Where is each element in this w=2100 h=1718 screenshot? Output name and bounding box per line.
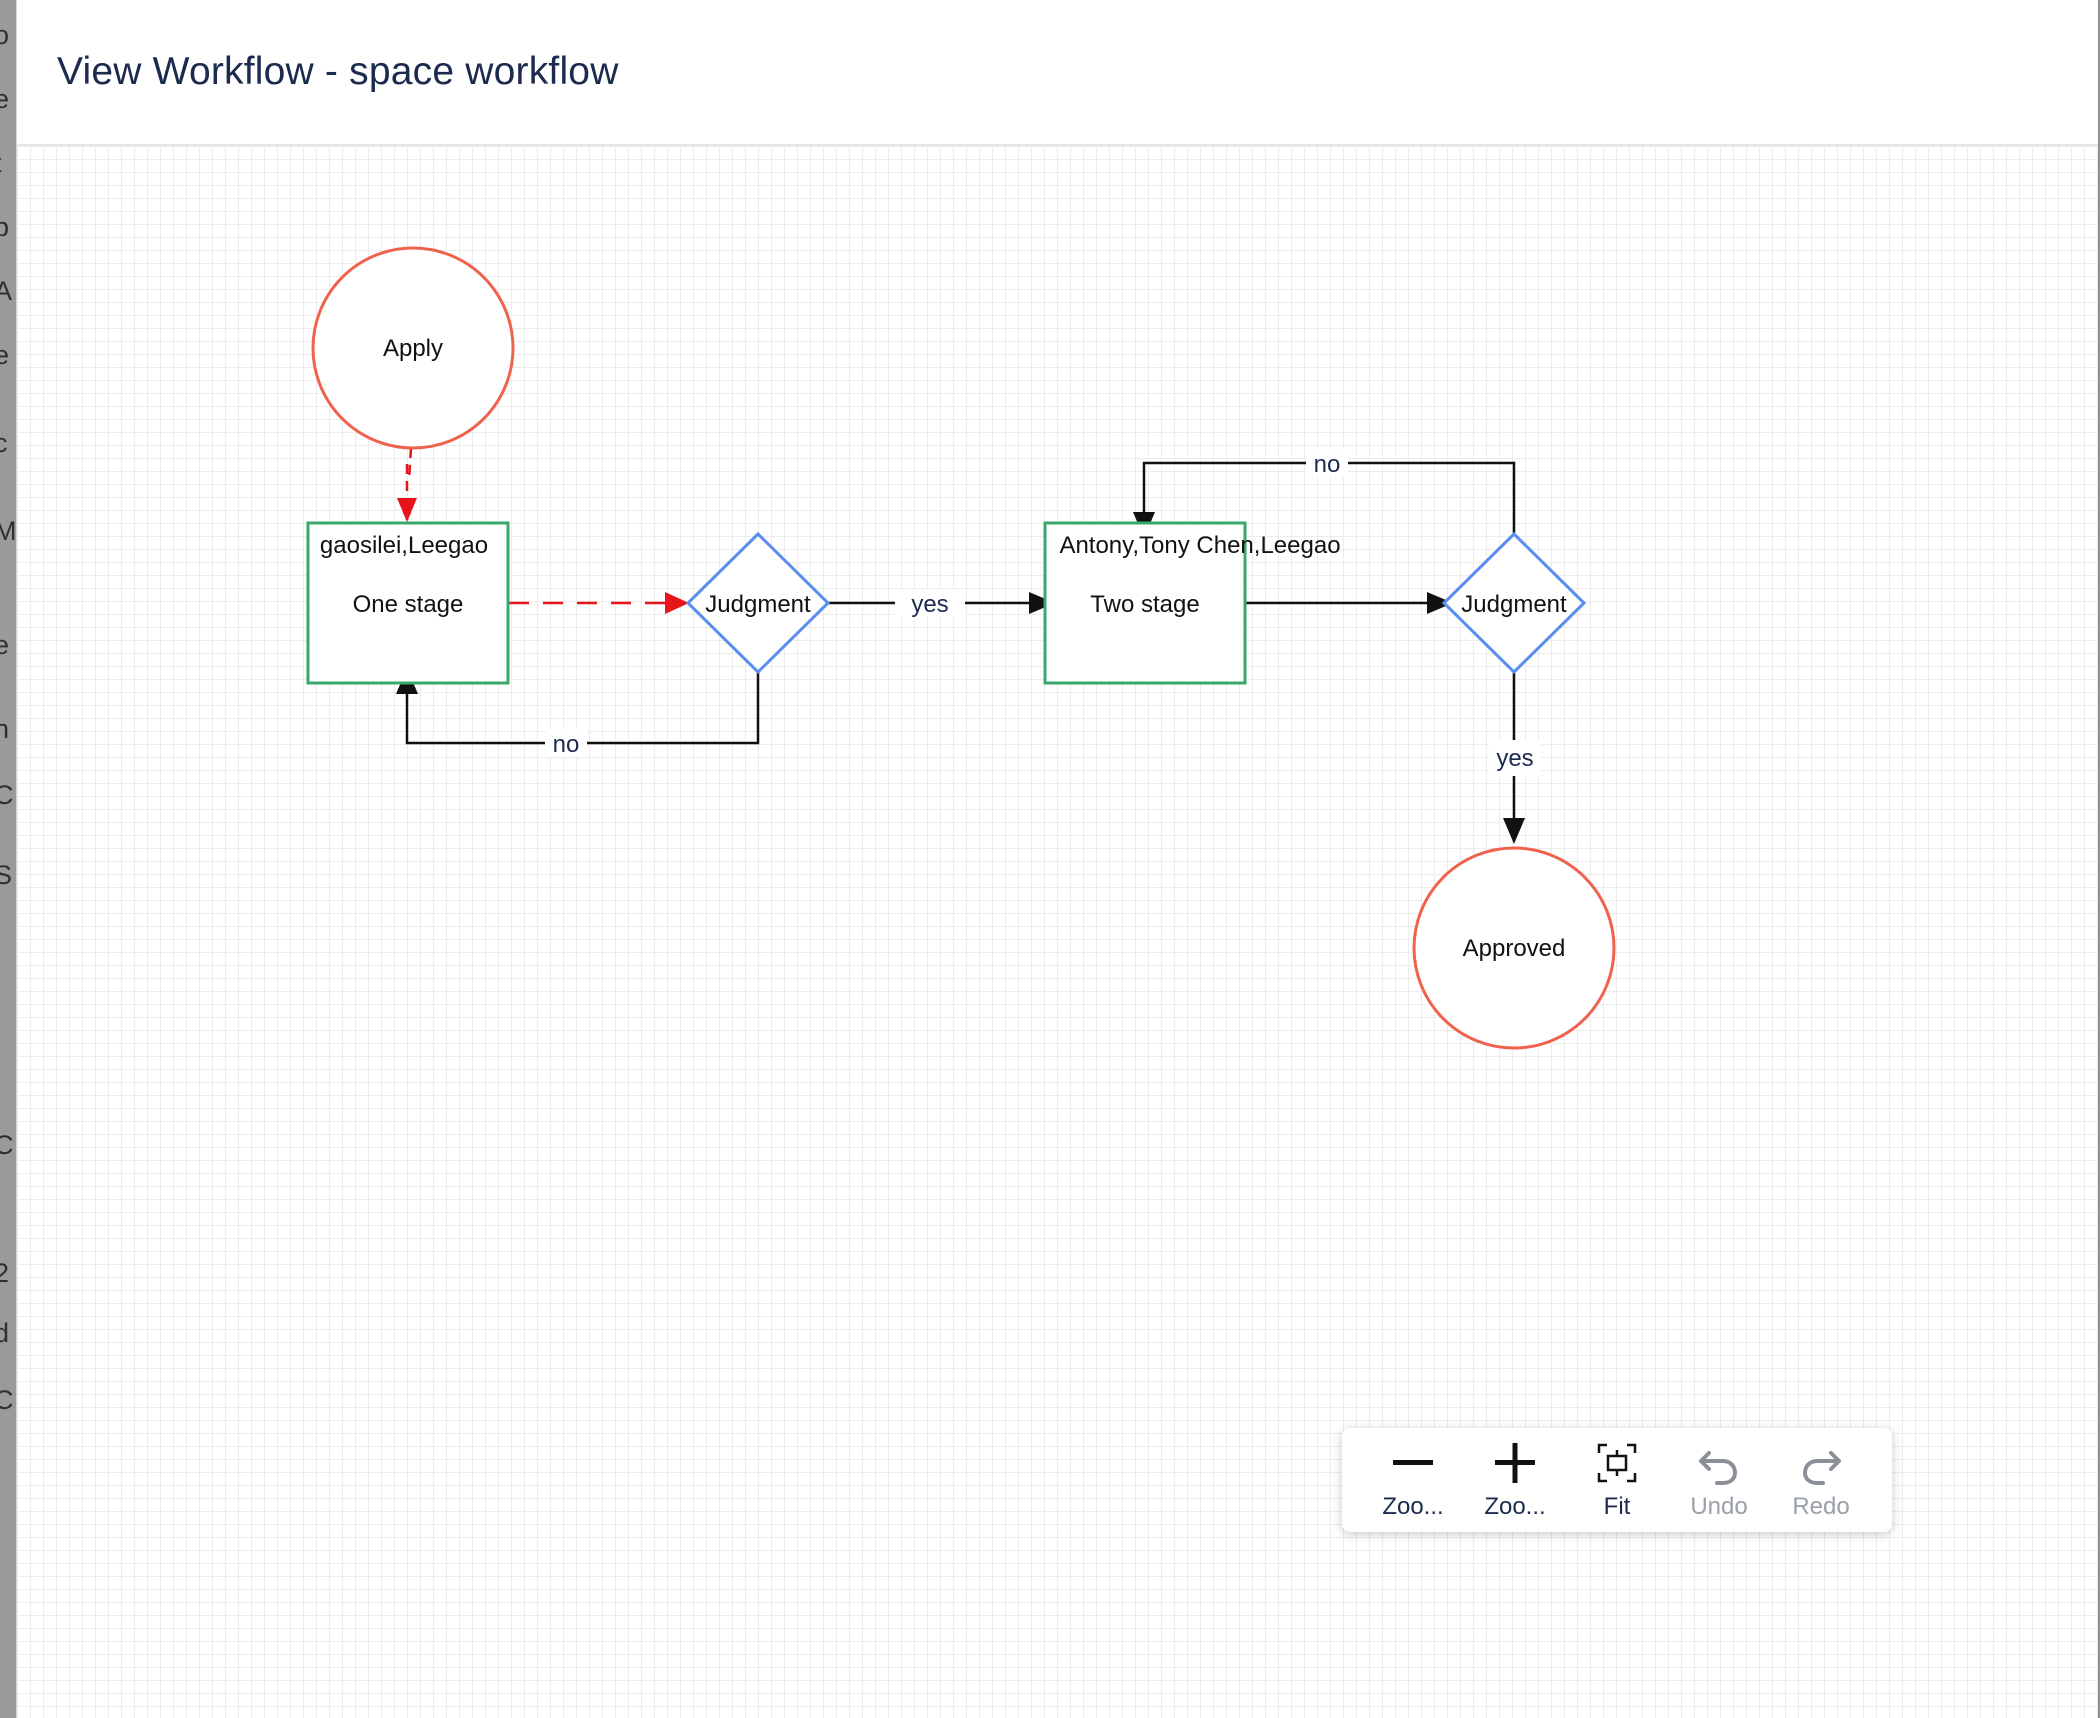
peek-text: p <box>0 212 10 242</box>
edge-stage2-to-judgment2[interactable] <box>1245 592 1453 614</box>
edge-judgment1-yes[interactable]: yes <box>828 589 1055 618</box>
stage-name: Two stage <box>1090 591 1199 618</box>
stage-name: One stage <box>353 591 464 618</box>
undo-icon <box>1699 1451 1738 1485</box>
zoom-out-button[interactable]: Zoo... <box>1365 1435 1461 1525</box>
edge-label-bg <box>895 589 965 617</box>
peek-text: h <box>0 714 10 744</box>
node-label: Approved <box>1463 935 1566 962</box>
edge-judgment2-no[interactable]: no <box>1133 449 1516 538</box>
peek-text: l <box>0 1002 16 1032</box>
edge-label-yes: yes <box>1496 745 1533 772</box>
redo-label: Redo <box>1792 1493 1850 1520</box>
workflow-canvas[interactable]: yes no no <box>17 146 2098 1718</box>
peek-text: e <box>0 340 10 370</box>
edge-apply-to-stage1[interactable] <box>397 447 417 522</box>
peek-text: S <box>0 860 13 890</box>
node-label: Judgment <box>1461 591 1567 618</box>
peek-text: M <box>0 516 16 546</box>
peek-text: l <box>0 1195 16 1225</box>
plus-icon <box>1495 1443 1535 1483</box>
peek-text: 2 <box>0 1258 10 1288</box>
zoom-in-label: Zoo... <box>1484 1493 1546 1520</box>
undo-label: Undo <box>1690 1493 1748 1520</box>
diagram-toolbar: Zoo... Zoo... Fit <box>1342 1428 1892 1532</box>
node-label: Apply <box>383 335 443 362</box>
workflow-diagram[interactable]: yes no no <box>17 146 2098 1718</box>
workflow-modal: View Workflow - space workflow <box>16 0 2098 1718</box>
fit-button[interactable]: Fit <box>1569 1435 1665 1525</box>
peek-text: C <box>0 1385 14 1415</box>
zoom-out-label: Zoo... <box>1382 1493 1444 1520</box>
edge-label-bg <box>1489 740 1541 776</box>
background-page-peek: o e t p A e c M e h C S l C l 2 d C <box>0 0 16 1718</box>
redo-button[interactable]: Redo <box>1773 1435 1869 1525</box>
arrowhead <box>1029 592 1055 614</box>
modal-header: View Workflow - space workflow <box>17 0 2098 146</box>
node-judgment-1[interactable]: Judgment <box>685 531 831 675</box>
node-stage-two[interactable]: Antony,Tony Chen,Leegao Two stage <box>1043 521 1341 685</box>
peek-text: C <box>0 780 14 810</box>
node-approved[interactable]: Approved <box>1412 846 1616 1050</box>
peek-text: C <box>0 1130 14 1160</box>
peek-text: e <box>0 630 10 660</box>
edge-stage1-to-judgment1[interactable] <box>509 592 689 614</box>
edge-judgment2-yes[interactable]: yes <box>1489 672 1541 844</box>
edge-label-no: no <box>553 731 580 758</box>
undo-button[interactable]: Undo <box>1671 1435 1767 1525</box>
edge-label-yes: yes <box>911 591 948 618</box>
minus-icon <box>1393 1460 1433 1465</box>
arrowhead <box>397 498 417 522</box>
arrowhead <box>665 592 689 614</box>
node-judgment-2[interactable]: Judgment <box>1441 531 1587 675</box>
node-apply[interactable]: Apply <box>311 246 515 450</box>
peek-text: e <box>0 84 10 114</box>
stage-assignees: Antony,Tony Chen,Leegao <box>1059 532 1340 559</box>
peek-text: c <box>0 428 8 458</box>
node-stage-one[interactable]: gaosilei,Leegao One stage <box>306 521 510 685</box>
fit-view-icon <box>1597 1443 1637 1483</box>
node-label: Judgment <box>705 591 811 618</box>
redo-icon <box>1802 1451 1841 1485</box>
peek-text: A <box>0 276 13 306</box>
edge-label-bg <box>545 729 587 757</box>
peek-text: o <box>0 20 10 50</box>
peek-text: d <box>0 1318 10 1348</box>
stage-assignees: gaosilei,Leegao <box>320 532 488 559</box>
fit-label: Fit <box>1603 1493 1631 1520</box>
peek-text: t <box>0 148 16 178</box>
edge-label-bg <box>1306 449 1348 477</box>
modal-title: View Workflow - space workflow <box>57 50 619 93</box>
edge-label-no: no <box>1314 451 1341 478</box>
edge-judgment1-no[interactable]: no <box>396 668 760 758</box>
arrowhead <box>1503 818 1525 844</box>
zoom-in-button[interactable]: Zoo... <box>1467 1435 1563 1525</box>
arrowhead <box>1427 592 1453 614</box>
